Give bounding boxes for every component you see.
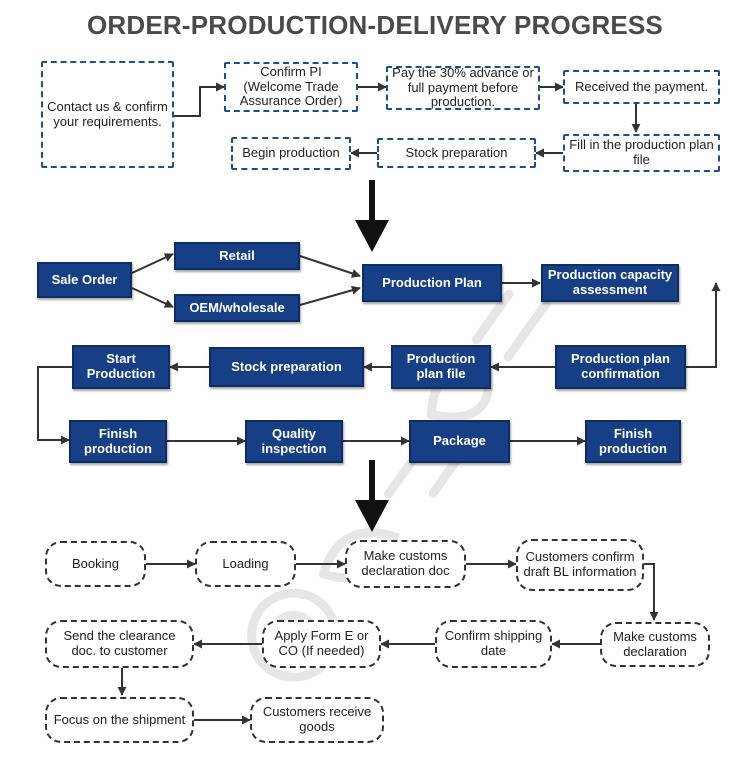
plan-confirmation-box: Production plan confirmation — [555, 345, 686, 389]
fill-plan-file-box: Fill in the production plan file — [563, 134, 720, 172]
receive-goods-box: Customers receive goods — [250, 697, 384, 743]
pay-advance-box: Pay the 30% advance or full payment befo… — [386, 65, 540, 110]
confirm-shipping-date-box: Confirm shipping date — [435, 620, 552, 668]
apply-form-e-box: Apply Form E or CO (If needed) — [262, 620, 381, 668]
stock-preparation-box-1: Stock preparation — [377, 138, 536, 168]
arrow-contact-confirm — [174, 82, 225, 117]
production-plan-box: Production Plan — [362, 264, 502, 302]
loading-box: Loading — [195, 541, 296, 587]
finish-production-box-1: Finish production — [69, 420, 167, 463]
page-title: ORDER-PRODUCTION-DELIVERY PROGRESS — [87, 10, 663, 40]
stock-preparation-box-2: Stock preparation — [209, 347, 364, 387]
customs-doc-box: Make customs declaration doc — [345, 540, 466, 588]
sale-order-box: Sale Order — [37, 262, 132, 298]
big-arrow-2 — [355, 460, 389, 532]
arrow-retail-plan — [299, 255, 361, 278]
confirm-pi-box: Confirm PI (Welcome Trade Assurance Orde… — [224, 62, 358, 112]
booking-box: Booking — [45, 541, 146, 587]
arrow-start-finish — [37, 366, 72, 445]
received-payment-box: Received the payment. — [563, 70, 720, 104]
package-box: Package — [409, 420, 510, 463]
plan-file-box: Production plan file — [391, 345, 491, 389]
oem-wholesale-box: OEM/wholesale — [174, 294, 300, 322]
arrow-capacity-confirmation — [686, 282, 721, 368]
draft-bl-box: Customers confirm draft BL information — [516, 539, 644, 591]
watermark-logo — [247, 289, 552, 682]
capacity-assessment-box: Production capacity assessment — [541, 264, 679, 302]
contact-requirements-box: Contact us & confirm your requirements. — [41, 61, 174, 168]
retail-box: Retail — [174, 242, 300, 270]
arrow-sale-oem — [131, 287, 174, 308]
customs-declaration-box: Make customs declaration — [600, 622, 710, 667]
arrow-oem-plan — [299, 285, 361, 306]
arrow-sale-retail — [131, 253, 174, 274]
begin-production-box: Begin production — [231, 137, 351, 170]
send-clearance-box: Send the clearance doc. to customer — [45, 620, 194, 668]
quality-inspection-box: Quality inspection — [245, 420, 343, 463]
big-arrow-1 — [355, 180, 389, 252]
focus-shipment-box: Focus on the shipment — [45, 697, 194, 743]
arrow-draftbl-decl — [644, 563, 659, 621]
start-production-box: Start Production — [72, 345, 170, 389]
finish-production-box-2: Finish production — [585, 420, 681, 463]
